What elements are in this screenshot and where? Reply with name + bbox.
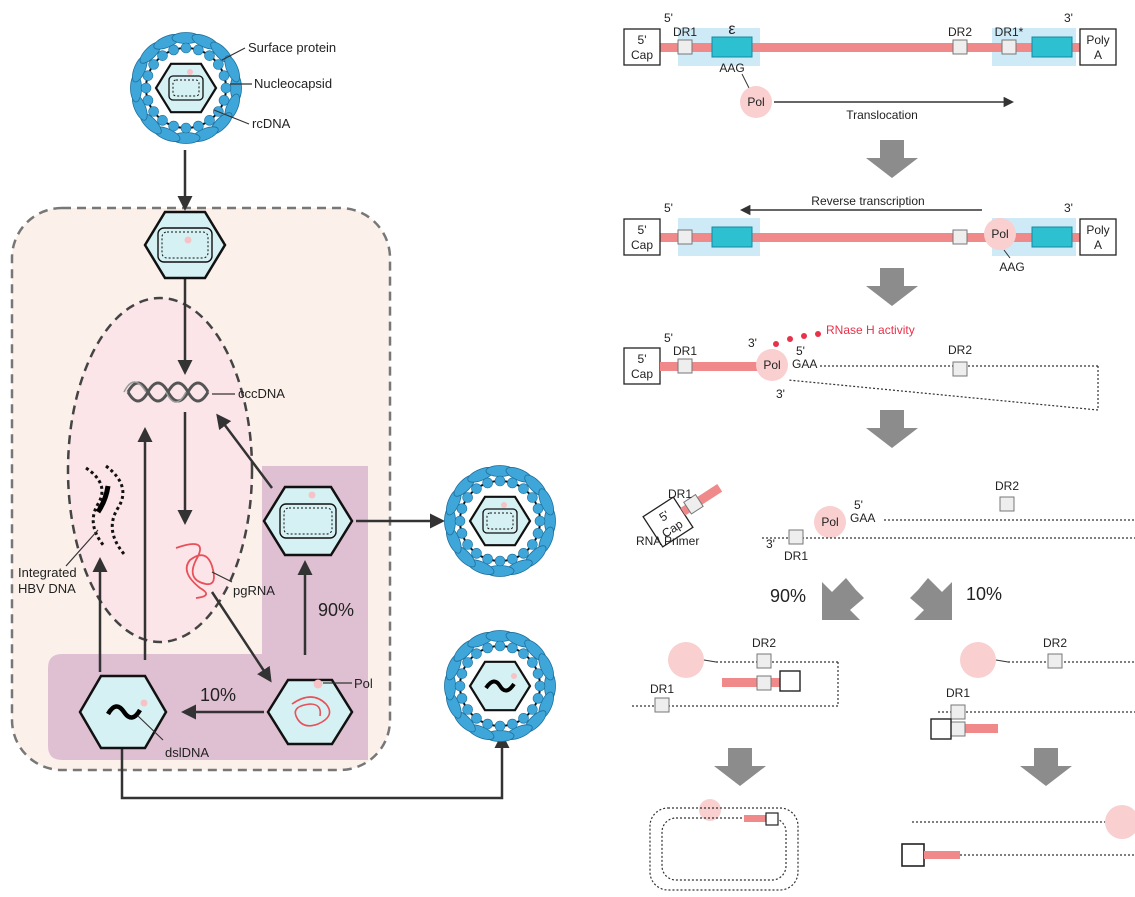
r3-5prime-gaa: 5' — [796, 344, 805, 358]
r2-5prime: 5' — [664, 201, 673, 215]
arrow-to-pol-capsid — [210, 591, 272, 683]
translocation-label: Translocation — [846, 108, 918, 122]
arrow-dsl-secretion — [120, 733, 510, 800]
virion-entering — [130, 32, 242, 144]
arrow-recycling — [216, 413, 273, 489]
row-10-branch: DR2 DR1 — [930, 636, 1135, 740]
r3-3prime-bottom: 3' — [776, 387, 785, 401]
r2-aag: AAG — [999, 260, 1024, 274]
capsid-pgrna-pol: Pol — [266, 676, 373, 746]
cap2-label-1: 5' — [638, 223, 647, 237]
step-arrows — [714, 140, 1072, 786]
rcdna-label: rcDNA — [252, 116, 291, 131]
r1-dr1-star: DR1* — [995, 25, 1024, 39]
cap3-label-2: Cap — [631, 367, 653, 381]
virion-secreted-dsl — [444, 630, 556, 742]
left-pct90: 90% — [318, 600, 354, 620]
r1-3prime: 3' — [1064, 11, 1073, 25]
r4-dr2: DR2 — [995, 479, 1019, 493]
dsldna-linear — [901, 805, 1135, 867]
right-pct10: 10% — [966, 584, 1002, 604]
r1-aag: AAG — [719, 61, 744, 75]
r3-gaa: GAA — [792, 357, 817, 371]
r4-pol: Pol — [821, 515, 838, 529]
integrated-dna-icon — [85, 464, 126, 555]
r1-5prime: 5' — [664, 11, 673, 25]
pol-label: Pol — [354, 676, 373, 691]
r3-dr2: DR2 — [948, 343, 972, 357]
reverse-transcription-label: Reverse transcription — [811, 194, 924, 208]
r4-dr1: DR1 — [784, 549, 808, 563]
capsid-rcdna — [262, 485, 354, 557]
poly2-label-2: A — [1094, 238, 1102, 252]
cap-label-1: 5' — [638, 33, 647, 47]
right-pct90: 90% — [770, 586, 806, 606]
virion-secreted-rc — [444, 465, 556, 577]
r3-3prime-top: 3' — [748, 336, 757, 350]
pgrna-label: pgRNA — [233, 583, 275, 598]
r4-gaa: GAA — [850, 511, 875, 525]
row-rnase-h: 5' Cap DR1 5' Pol 3' 5' GAA RNase H acti… — [623, 323, 1099, 411]
rnase-label: RNase H activity — [826, 323, 915, 337]
capsid-entering — [143, 210, 227, 280]
row-primer-translocation: 5' Cap DR1 RNA Primer Pol 5' GAA DR2 3' … — [636, 479, 1135, 563]
cap2-label-2: Cap — [631, 238, 653, 252]
rna-primer-label: RNA Primer — [636, 534, 699, 548]
virions — [130, 32, 556, 742]
right-panel: 5' Cap Poly A 5' 3' DR1 ε DR2 DR1* AAG P… — [623, 11, 1135, 891]
nucleocapsid-label: Nucleocapsid — [254, 76, 332, 91]
r5r-dr1: DR1 — [946, 686, 970, 700]
integrated-label-2: HBV DNA — [18, 581, 76, 596]
nucleus — [66, 296, 254, 644]
r1-pol: Pol — [747, 95, 764, 109]
poly-label-2: A — [1094, 48, 1102, 62]
r3-pol: Pol — [763, 358, 780, 372]
cccdna-label: cccDNA — [238, 386, 285, 401]
left-pct10: 10% — [200, 685, 236, 705]
r3-dr1: DR1 — [673, 344, 697, 358]
r1-dr2: DR2 — [948, 25, 972, 39]
r4-5prime: 5' — [854, 498, 863, 512]
integrated-label-1: Integrated — [18, 565, 77, 580]
row-translocation: 5' Cap Poly A 5' 3' DR1 ε DR2 DR1* AAG P… — [623, 11, 1117, 122]
r3-5prime: 5' — [664, 331, 673, 345]
cap3-label-1: 5' — [638, 352, 647, 366]
r4-dr1-primer: DR1 — [668, 487, 692, 501]
capsid-dsldna: dslDNA — [78, 674, 209, 760]
r1-epsilon: ε — [728, 21, 735, 38]
row-90-branch: DR2 DR1 — [632, 636, 839, 713]
r1-dr1: DR1 — [673, 25, 697, 39]
surface-protein-label: Surface protein — [248, 40, 336, 55]
poly2-label-1: Poly — [1086, 223, 1109, 237]
r4-3prime: 3' — [766, 537, 775, 551]
row-reverse-transcription: 5' Cap Poly A 5' 3' Reverse transcriptio… — [623, 194, 1117, 274]
pgrna-icon — [175, 543, 215, 599]
cap-label-2: Cap — [631, 48, 653, 62]
r2-3prime: 3' — [1064, 201, 1073, 215]
r5l-dr1: DR1 — [650, 682, 674, 696]
r2-pol: Pol — [991, 227, 1008, 241]
cccdna-icon — [123, 381, 210, 403]
rcdna-circle — [649, 799, 799, 891]
left-panel: cccDNA Integrated HBV DNA pgRNA 90% 10% — [10, 32, 556, 800]
r5l-dr2: DR2 — [752, 636, 776, 650]
dsldna-label: dslDNA — [165, 745, 209, 760]
r5r-dr2: DR2 — [1043, 636, 1067, 650]
poly-label-1: Poly — [1086, 33, 1109, 47]
